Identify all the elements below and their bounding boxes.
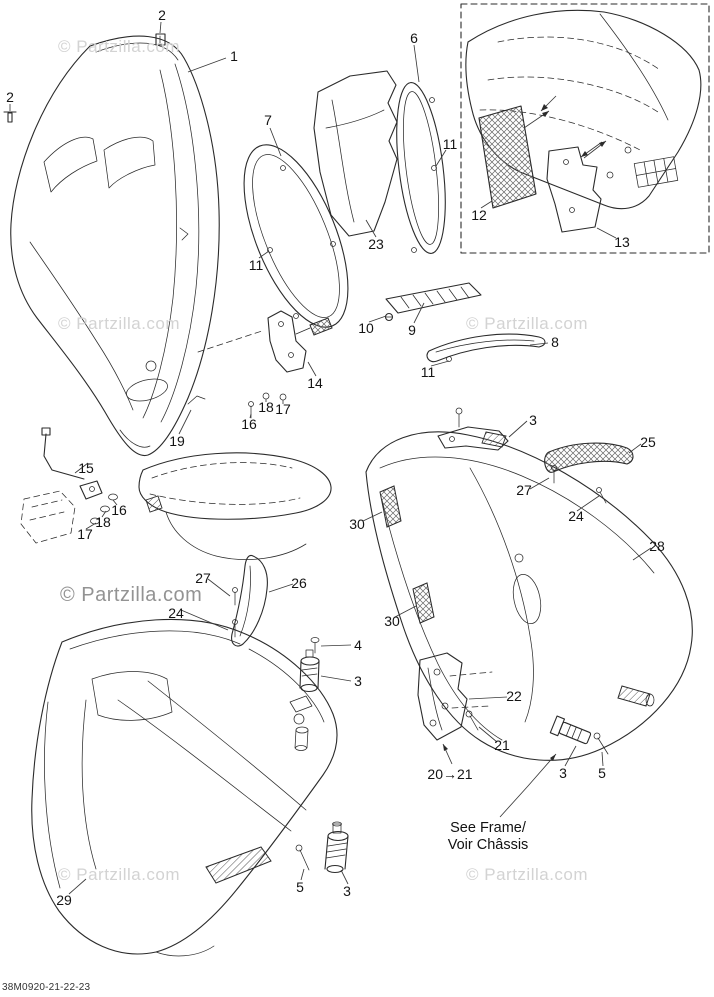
partzilla-watermark: © Partzilla.com: [58, 865, 181, 884]
callout-21: 21: [494, 737, 510, 753]
callout-16: 16: [111, 502, 127, 518]
callout-2: 2: [6, 89, 14, 105]
frame-note-arrow: [499, 753, 557, 818]
frame-reference-note-line1: See Frame/: [450, 820, 526, 836]
callout-11: 11: [420, 364, 436, 380]
callout-11: 11: [442, 136, 458, 152]
callout-24: 24: [568, 508, 584, 524]
callout-17: 17: [77, 526, 93, 542]
callout-17: 17: [275, 401, 291, 417]
callout-15: 15: [78, 460, 94, 476]
bolt-set-right-drawing: [549, 715, 609, 755]
callout-27: 27: [516, 482, 532, 498]
callout-16: 16: [241, 416, 257, 432]
callout-24: 24: [168, 605, 184, 621]
latch-pin-middle-drawing: [299, 637, 320, 693]
callout-8: 8: [551, 334, 559, 350]
callout-2: 2: [158, 7, 166, 23]
trim-strip-drawing: [426, 333, 546, 363]
callout-12: 12: [471, 207, 487, 223]
callout-11: 11: [248, 257, 264, 273]
callout-28: 28: [649, 538, 665, 554]
callout-23: 23: [368, 236, 384, 252]
vent-grille-drawing: [384, 282, 482, 322]
callout-29: 29: [56, 892, 72, 908]
latch-rod-drawing: [20, 395, 206, 544]
diagram-part-code: 38M0920-21-22-23: [2, 982, 91, 993]
leader-lines: [9, 21, 652, 895]
partzilla-watermark: © Partzilla.com: [60, 584, 203, 606]
lower-hood-drawing: [31, 618, 338, 957]
partzilla-watermark: © Partzilla.com: [58, 314, 181, 333]
frame-reference-note-line2: Voir Châssis: [447, 837, 529, 854]
callout-9: 9: [408, 322, 416, 338]
callout-27: 27: [195, 570, 211, 586]
callout-10: 10: [358, 320, 374, 336]
callout-1: 1: [230, 48, 238, 64]
callout-13: 13: [614, 234, 630, 250]
latch-pin-bottom-drawing: [295, 821, 349, 874]
hinge-bracket-drawing: [197, 310, 333, 373]
callout-5: 5: [598, 765, 606, 781]
trim-ring-right-screws: [411, 97, 437, 253]
partzilla-watermark: © Partzilla.com: [466, 314, 589, 333]
callout-14: 14: [307, 375, 323, 391]
callout-18: 18: [258, 399, 274, 415]
callout-6: 6: [410, 30, 418, 46]
support-blade-drawing: [231, 554, 268, 647]
deflector-panel-drawing: [313, 70, 398, 237]
callout-3: 3: [354, 673, 362, 689]
grab-strip-drawing: [544, 442, 634, 504]
callout-26: 26: [291, 575, 307, 591]
hood-panel-drawing: [3, 33, 220, 457]
mount-plate-drawing: [417, 652, 493, 765]
callout-4: 4: [354, 637, 362, 653]
console-ghost-drawing: [138, 452, 332, 560]
callout-18: 18: [95, 514, 111, 530]
frame-reference-note: See Frame/ Voir Châssis: [448, 820, 529, 855]
callout-22: 22: [506, 688, 522, 704]
callout-20→21: 20→21: [427, 766, 473, 782]
callout-3: 3: [559, 765, 567, 781]
callout-30: 30: [349, 516, 365, 532]
partzilla-watermark: © Partzilla.com: [58, 37, 181, 56]
callout-7: 7: [264, 112, 272, 128]
trim-ring-left-drawing: [243, 144, 349, 328]
partzilla-watermark: © Partzilla.com: [466, 865, 589, 884]
callout-30: 30: [384, 613, 400, 629]
callout-3: 3: [529, 412, 537, 428]
trim-ring-right-drawing: [396, 82, 446, 254]
callout-19: 19: [169, 433, 185, 449]
trim-ring-left-screws: [267, 165, 336, 319]
side-panel-drawing: [365, 407, 693, 761]
callout-25: 25: [640, 434, 656, 450]
callout-5: 5: [296, 879, 304, 895]
callout-3: 3: [343, 883, 351, 899]
inset-reference-box: [460, 3, 710, 254]
